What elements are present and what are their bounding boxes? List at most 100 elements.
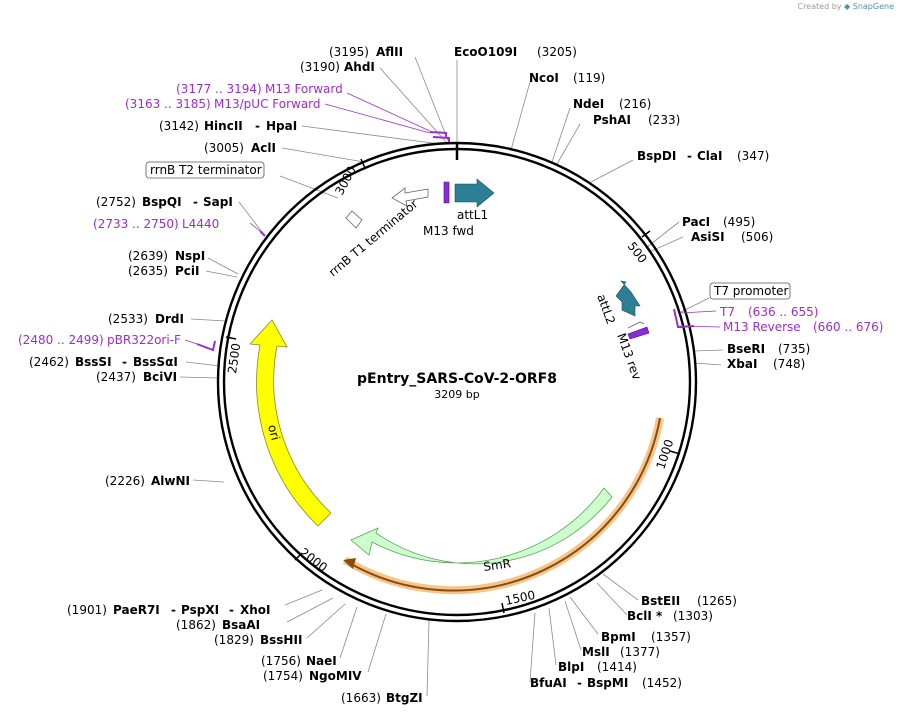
site-nspi-name[interactable]: NspI — [175, 249, 205, 263]
attl1-feature[interactable] — [454, 178, 495, 208]
primer-l4440-range: (2733 .. 2750) — [93, 217, 179, 231]
site-pcii-name[interactable]: PciI — [175, 264, 200, 278]
primer-pbr322ori-f-range: (2480 .. 2499) — [18, 333, 104, 347]
primer-l4440-name[interactable]: L4440 — [182, 217, 219, 231]
m13-fwd-primer-site[interactable] — [443, 181, 450, 204]
tick-label-500: 500 — [625, 239, 650, 266]
site-bspdi-sep: - — [687, 149, 692, 163]
primer-m13-puc-forward-name[interactable]: M13/pUC Forward — [214, 97, 321, 111]
rrnb-t2-terminator-box — [145, 161, 265, 179]
site-xbai-name[interactable]: XbaI — [727, 357, 757, 371]
tick-label-2000: 2000 — [297, 545, 330, 575]
primer-leaders — [184, 92, 721, 345]
site-bseri-name[interactable]: BseRI — [727, 342, 765, 356]
site-bsaai-pos: (1862) — [176, 618, 216, 632]
site-pshai-pos: (233) — [648, 113, 680, 127]
primer-m13-forward-name[interactable]: M13 Forward — [265, 82, 343, 96]
site-paer7i-name[interactable]: PaeR7I — [113, 603, 160, 617]
site-bspmi-name[interactable]: BspMI — [587, 676, 628, 690]
site-ngomiv-pos: (1754) — [263, 669, 303, 683]
site-ndei-name[interactable]: NdeI — [573, 97, 604, 111]
site-btgzi-pos: (1663) — [341, 691, 381, 705]
site-ndei-pos: (216) — [619, 97, 651, 111]
site-bcivi-name[interactable]: BciVI — [143, 370, 177, 384]
m13-rev-primer-site[interactable] — [627, 326, 650, 340]
site-ecoo109i-name[interactable]: EcoO109I — [454, 45, 517, 59]
site-ecoo109i-pos: (3205) — [537, 45, 577, 59]
site-ahdi-name[interactable]: AhdI — [344, 60, 375, 74]
site-bseri-pos: (735) — [778, 342, 810, 356]
rrnb-t2-terminator-label: rrnB T2 terminator — [150, 163, 262, 177]
site-bfuai-name[interactable]: BfuAI — [530, 676, 567, 690]
rrnb-t2-terminator-feature[interactable] — [345, 210, 363, 229]
site-bspdi-name[interactable]: BspDI — [637, 149, 676, 163]
site-ahdi-pos: (3190) — [300, 60, 340, 74]
site-hincii-pos: (3142) — [159, 119, 199, 133]
snapgene-credit: Created by ◆ SnapGene — [797, 2, 894, 11]
site-naei-pos: (1756) — [261, 654, 301, 668]
site-bsssai-name[interactable]: BssSαI — [133, 355, 178, 369]
site-hincii-sep: - — [255, 119, 260, 133]
m13-rev-label: M13 rev — [614, 331, 644, 381]
primer-t7-range: (636 .. 655) — [748, 305, 818, 319]
scale-ticks — [225, 158, 681, 614]
rrnb-t1-terminator-feature[interactable] — [391, 187, 429, 207]
smr-feature[interactable] — [350, 487, 613, 565]
site-bcli-name[interactable]: BclI * — [627, 609, 663, 623]
site-xhoi-name[interactable]: XhoI — [240, 603, 271, 617]
site-naei-name[interactable]: NaeI — [306, 654, 337, 668]
smr-label: SmR — [482, 556, 511, 574]
site-alwni-name[interactable]: AlwNI — [151, 474, 190, 488]
site-alwni-pos: (2226) — [105, 474, 145, 488]
site-btgzi-name[interactable]: BtgZI — [386, 691, 423, 705]
leader-lines — [179, 56, 724, 697]
site-paci-name[interactable]: PacI — [682, 215, 710, 229]
site-bpmi-name[interactable]: BpmI — [601, 630, 636, 644]
site-paci-pos: (495) — [723, 215, 755, 229]
site-bsaai-name[interactable]: BsaAI — [222, 618, 260, 632]
site-aflii-name[interactable]: AflII — [376, 45, 403, 59]
orf8-arrowhead — [343, 558, 356, 569]
attl2-label: attL2 — [594, 292, 618, 326]
tick-label-3000: 3000 — [332, 164, 359, 198]
site-paer7i-sep: - — [171, 603, 176, 617]
site-pspxi-sep: - — [229, 603, 234, 617]
credit-brand: SnapGene — [852, 2, 894, 11]
site-msli-name[interactable]: MslI — [582, 645, 610, 659]
site-clai-pos: (347) — [737, 149, 769, 163]
site-drdi-name[interactable]: DrdI — [155, 312, 184, 326]
site-hincii-name[interactable]: HincII — [204, 119, 243, 133]
primer-pbr322ori-f-name[interactable]: pBR322ori-F — [107, 333, 181, 347]
site-asisi-name[interactable]: AsiSI — [691, 230, 725, 244]
plasmid-name: pEntry_SARS-CoV-2-ORF8 — [357, 371, 557, 387]
site-sapi-name[interactable]: SapI — [203, 195, 233, 209]
site-bcivi-pos: (2437) — [96, 370, 136, 384]
tick-label-2500: 2500 — [225, 342, 243, 374]
primer-t7-name[interactable]: T7 — [719, 305, 735, 319]
site-pspxi-name[interactable]: PspXI — [181, 603, 219, 617]
site-ngomiv-name[interactable]: NgoMIV — [309, 669, 362, 683]
site-acli-name[interactable]: AclI — [251, 141, 276, 155]
site-ncoi-pos: (119) — [573, 71, 605, 85]
site-acli-pos: (3005) — [204, 141, 244, 155]
site-bsshii-name[interactable]: BssHII — [260, 633, 302, 647]
primer-m13-reverse-name[interactable]: M13 Reverse — [723, 320, 801, 334]
site-blpi-name[interactable]: BlpI — [558, 660, 584, 674]
site-hpai-name[interactable]: HpaI — [266, 119, 297, 133]
site-paer7i-pos: (1901) — [67, 603, 107, 617]
credit-prefix: Created by — [797, 2, 842, 11]
site-aflii-pos: (3195) — [329, 45, 369, 59]
site-bsteii-name[interactable]: BstEII — [641, 594, 680, 608]
site-bsssi-pos: (2462) — [29, 355, 69, 369]
site-clai-name[interactable]: ClaI — [697, 149, 722, 163]
attl2-feature[interactable] — [615, 280, 641, 317]
ori-label: ori — [265, 423, 283, 442]
site-ncoi-name[interactable]: NcoI — [529, 71, 559, 85]
ori-feature[interactable] — [249, 319, 332, 527]
t7-promoter-mark — [627, 321, 645, 329]
site-bsssi-name[interactable]: BssSI — [75, 355, 112, 369]
site-pshai-name[interactable]: PshAI — [593, 113, 631, 127]
site-bspqi-pos: (2752) — [96, 195, 136, 209]
site-bspqi-name[interactable]: BspQI — [142, 195, 182, 209]
